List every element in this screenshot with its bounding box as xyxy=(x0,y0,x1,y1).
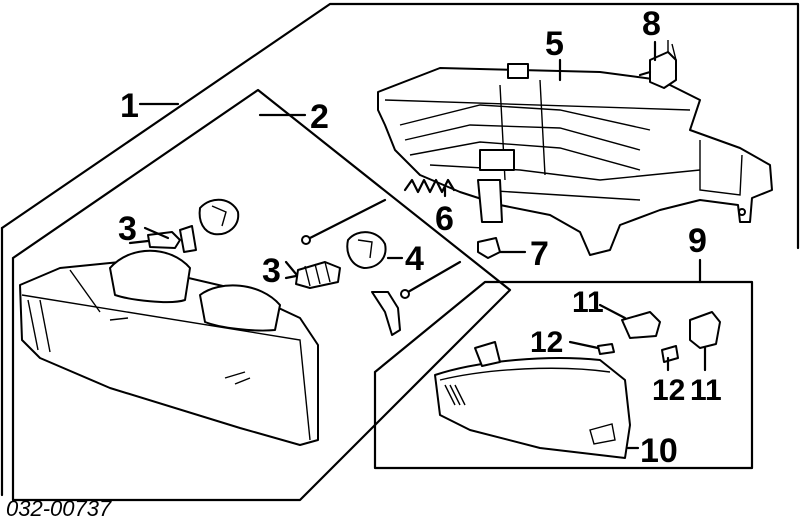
retaining-clip xyxy=(477,237,501,259)
group-frame-2 xyxy=(11,88,512,502)
socket-upper xyxy=(198,198,240,236)
marker-bulb-lower xyxy=(661,345,679,363)
adjuster-spring xyxy=(403,178,503,223)
callout-11-upper: 11 xyxy=(572,286,604,319)
callout-5: 5 xyxy=(545,25,564,63)
mounting-bracket xyxy=(377,63,773,256)
callout-11-lower: 11 xyxy=(690,374,722,407)
callout-8: 8 xyxy=(642,5,661,43)
callout-9: 9 xyxy=(688,222,707,260)
group-frame-9 xyxy=(373,280,754,470)
callout-1: 1 xyxy=(120,87,139,125)
marker-bulb-upper xyxy=(597,343,615,355)
bulb-upper xyxy=(128,225,197,253)
callout-3-lower: 3 xyxy=(262,252,281,290)
adjuster-screws xyxy=(301,198,462,336)
headlight-housing xyxy=(19,249,319,446)
callout-3-upper: 3 xyxy=(118,210,137,248)
callout-6: 6 xyxy=(435,200,454,238)
callout-12-lower: 12 xyxy=(652,374,685,407)
socket-lower xyxy=(346,231,387,269)
adjuster-bolt xyxy=(638,40,677,89)
callout-10: 10 xyxy=(640,432,678,470)
callout-2: 2 xyxy=(310,98,329,136)
side-marker-lamp xyxy=(434,341,631,459)
callout-12-upper: 12 xyxy=(530,326,563,359)
callout-4: 4 xyxy=(405,240,424,278)
bulb-lower xyxy=(284,261,341,289)
leader-lines xyxy=(138,40,707,450)
marker-socket-lower xyxy=(689,311,721,349)
reference-number: 032-00737 xyxy=(6,496,112,521)
group-frame-1 xyxy=(0,2,800,497)
callout-7: 7 xyxy=(530,235,549,273)
marker-socket-upper xyxy=(621,311,661,339)
